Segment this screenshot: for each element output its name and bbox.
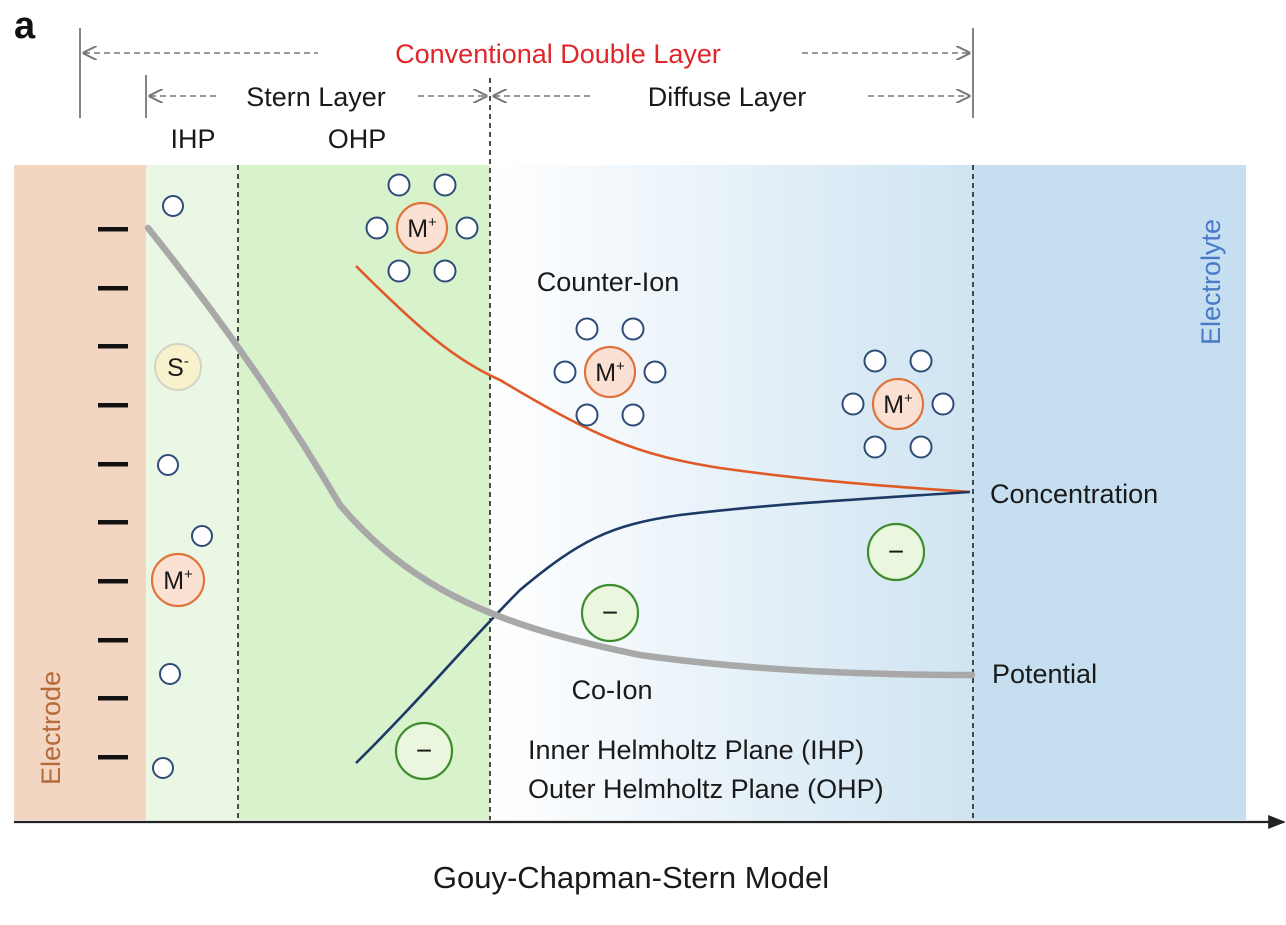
ihp-label: IHP: [170, 124, 215, 154]
potential-label: Potential: [992, 659, 1097, 689]
counter-ion-label: Counter-Ion: [537, 267, 680, 297]
counter-ion-curve: [355, 265, 971, 494]
co-ion-circle: [580, 583, 640, 643]
solvent-molecule: [575, 403, 599, 427]
ohp-full-label: Outer Helmholtz Plane (OHP): [528, 774, 884, 804]
electrolyte-label: Electrolyte: [1196, 219, 1226, 345]
solvent-molecule: [365, 216, 389, 240]
cation-circle: [150, 552, 206, 608]
hydrated-cation: M+: [841, 349, 955, 459]
hydrated-cation: M+: [553, 317, 667, 427]
cation-circle: [583, 345, 637, 399]
electrode-label: Electrode: [36, 671, 66, 785]
solvent-molecule: [575, 317, 599, 341]
solvent-molecule: [191, 525, 213, 547]
cation-symbol: M+: [163, 566, 193, 595]
anion-circle: [154, 343, 202, 391]
electrode-charges: [98, 227, 128, 760]
cation-symbol: M+: [883, 390, 913, 419]
solvent-molecule: [909, 349, 933, 373]
solvent-molecule: [433, 173, 457, 197]
electrode-charge: [98, 696, 128, 701]
solvent-molecule: [162, 195, 184, 217]
solvent-molecule: [621, 317, 645, 341]
electrode-charge: [98, 579, 128, 584]
solvent-molecule: [387, 173, 411, 197]
solvent-molecule: [455, 216, 479, 240]
ihp-full-label: Inner Helmholtz Plane (IHP): [528, 735, 864, 765]
electrode-charge: [98, 403, 128, 408]
co-ion: −: [580, 583, 640, 643]
ihp-solvent-group: [152, 195, 213, 779]
panel-label: a: [14, 5, 36, 47]
solvent-molecule: [909, 435, 933, 459]
cation-symbol: M+: [595, 358, 625, 387]
ihp-cation: M+: [150, 552, 206, 608]
adsorbed-anion: S-: [154, 343, 202, 391]
co-ion: −: [394, 721, 454, 781]
solvent-molecule: [643, 360, 667, 384]
cation-symbol: M+: [407, 214, 437, 243]
potential-curve: [144, 224, 976, 679]
solvent-molecule: [931, 392, 955, 416]
concentration-label: Concentration: [990, 479, 1158, 509]
co-ion-circle: [394, 721, 454, 781]
figure-title: Gouy-Chapman-Stern Model: [433, 860, 829, 895]
solvent-molecule: [157, 454, 179, 476]
electrode-charge: [98, 227, 128, 232]
co-ion-circle: [866, 522, 926, 582]
cation-circle: [871, 377, 925, 431]
electrolyte-region: [973, 165, 1246, 820]
co-ion-curve: [355, 490, 971, 764]
electrode-charge: [98, 638, 128, 643]
diffuse-layer-label: Diffuse Layer: [648, 82, 807, 112]
electrode-charge: [98, 344, 128, 349]
solvent-molecule: [621, 403, 645, 427]
solvent-molecule: [152, 757, 174, 779]
hydrated-cations: M+ M+ M+: [365, 173, 955, 459]
ihp-zone: [146, 165, 238, 820]
ohp-label: OHP: [328, 124, 387, 154]
electrode-charge: [98, 462, 128, 467]
solvent-molecule: [387, 259, 411, 283]
solvent-molecule: [553, 360, 577, 384]
solvent-molecule: [159, 663, 181, 685]
double-layer-label: Conventional Double Layer: [395, 39, 721, 69]
anion-symbol: S-: [167, 353, 189, 382]
electrode-charge: [98, 755, 128, 760]
solvent-molecule: [841, 392, 865, 416]
co-ion: −: [866, 522, 926, 582]
co-ion-label: Co-Ion: [571, 675, 652, 705]
stern-layer-label: Stern Layer: [246, 82, 386, 112]
solvent-molecule: [863, 349, 887, 373]
hydrated-cation: M+: [365, 173, 479, 283]
electrode-region: [14, 165, 146, 820]
electrode-charge: [98, 286, 128, 291]
co-ion-symbol: −: [888, 536, 904, 567]
electrode-charge: [98, 520, 128, 525]
co-ions: − − −: [394, 522, 926, 781]
co-ion-symbol: −: [416, 735, 432, 766]
cation-circle: [395, 201, 449, 255]
solvent-molecule: [433, 259, 457, 283]
solvent-molecule: [863, 435, 887, 459]
co-ion-symbol: −: [602, 597, 618, 628]
diffuse-zone: [490, 165, 973, 820]
